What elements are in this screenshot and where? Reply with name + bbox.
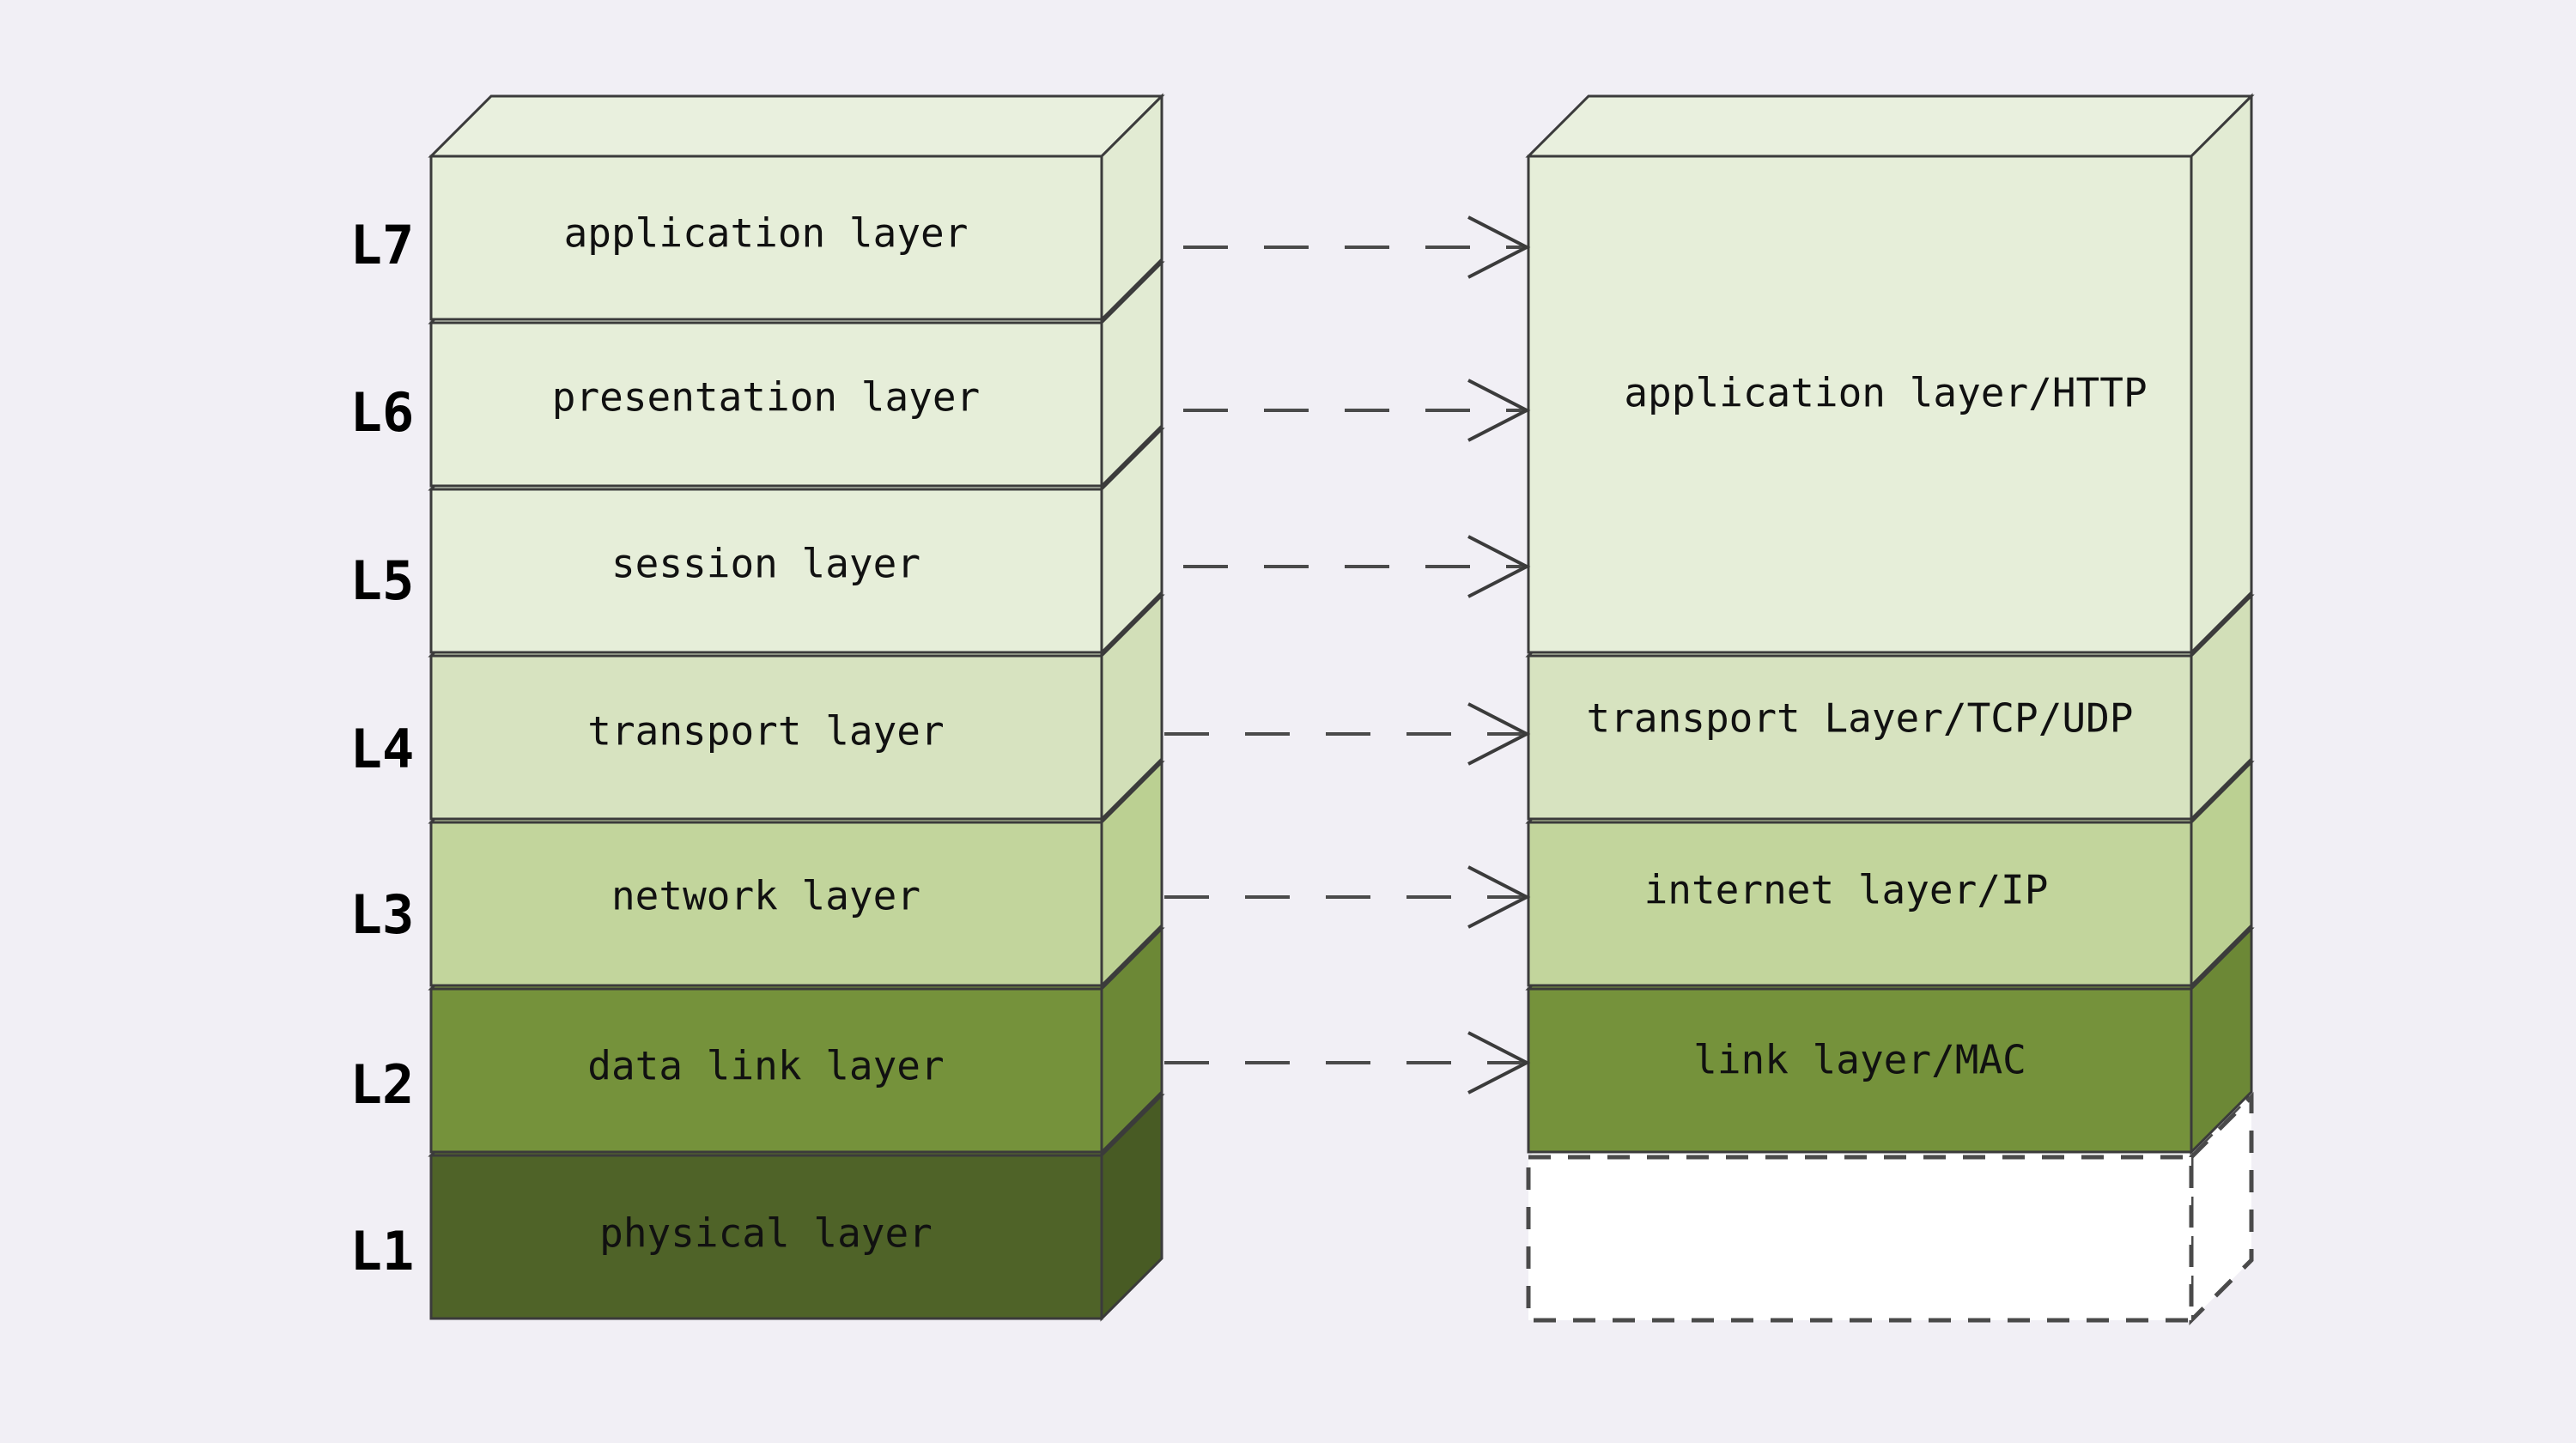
tcpip-layer-empty-side-face [2189, 1091, 2254, 1326]
osi-layer-l6-label: presentation layer [552, 374, 981, 421]
tcpip-layer-application-side-face [2190, 93, 2253, 656]
connector-l6-to-application [1183, 379, 1531, 442]
tier-label-l6: L6 [350, 381, 415, 444]
tcpip-layer-application[interactable]: application layer/HTTP [1525, 93, 2255, 656]
connector-l4-arrowhead [1467, 702, 1531, 766]
tier-label-l7: L7 [350, 214, 415, 276]
tcpip-layer-application-top-face [1525, 94, 2255, 158]
connector-l2-to-link [1164, 1031, 1531, 1094]
tier-label-l2: L2 [350, 1053, 415, 1116]
tier-label-l5: L5 [350, 549, 415, 612]
osi-layer-l6-front-face [429, 321, 1103, 488]
connector-l7-arrowhead [1467, 215, 1531, 279]
osi-layer-l1-label: physical layer [599, 1210, 933, 1257]
tcpip-layer-application-label: application layer/HTTP [1624, 370, 2147, 416]
connector-l7-to-application [1183, 215, 1531, 279]
osi-layer-l4-front-face [429, 654, 1103, 821]
tcpip-layer-internet-label: internet layer/IP [1644, 867, 2049, 913]
osi-layer-l2-label: data link layer [587, 1043, 944, 1089]
connector-l5-to-application [1183, 535, 1531, 598]
tcpip-layer-link-front-face [1527, 987, 2193, 1154]
osi-layer-l1-front-face [429, 1154, 1103, 1320]
connector-l5-arrowhead [1467, 535, 1531, 598]
osi-layer-l7-top-face [428, 94, 1165, 158]
osi-layer-l5-front-face [429, 488, 1103, 654]
connector-l4-to-transport [1164, 702, 1531, 766]
osi-layer-l2-front-face [429, 987, 1103, 1154]
osi-layer-l7-front-face [429, 155, 1103, 321]
osi-layer-l7[interactable]: application layer [428, 93, 1165, 323]
osi-layer-l5-label: session layer [611, 541, 920, 587]
connector-l3-arrowhead [1467, 865, 1531, 929]
tier-label-l3: L3 [350, 883, 415, 946]
osi-layer-l4-label: transport layer [587, 708, 944, 755]
osi-layer-l3-label: network layer [611, 873, 920, 919]
tier-label-l4: L4 [350, 718, 415, 780]
tcpip-layer-internet-front-face [1527, 821, 2193, 987]
connector-l2-arrowhead [1467, 1031, 1531, 1094]
osi-layer-l7-label: application layer [564, 210, 969, 257]
tier-label-column: L7 L6 L5 L4 L3 L2 L1 [350, 214, 415, 1282]
tcpip-layer-transport-label: transport Layer/TCP/UDP [1587, 695, 2134, 742]
tcpip-layer-empty-front-face [1526, 1155, 2194, 1323]
tcpip-layer-application-front-face [1527, 155, 2193, 654]
connector-l3-to-internet [1164, 865, 1531, 929]
tcpip-layer-transport-front-face [1527, 654, 2193, 821]
tier-label-l1: L1 [350, 1220, 415, 1282]
osi-layer-l3-front-face [429, 821, 1103, 987]
connector-l6-arrowhead [1467, 379, 1531, 442]
tcpip-layer-link-label: link layer/MAC [1693, 1037, 2026, 1083]
